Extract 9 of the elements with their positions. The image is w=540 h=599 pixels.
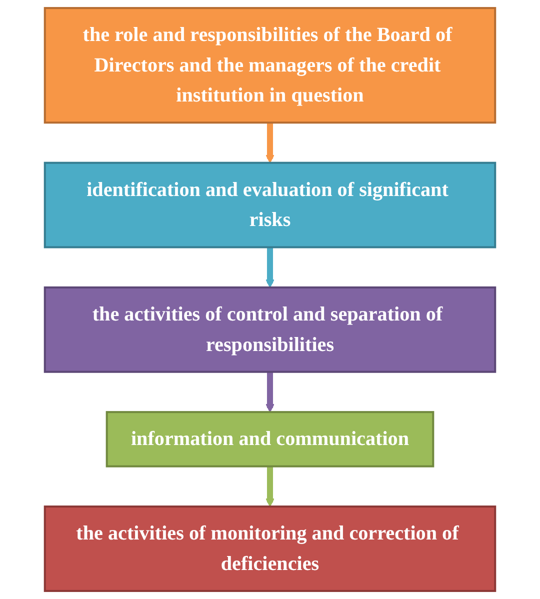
node-box: the activities of control and separation of responsibilities [44,286,496,373]
node-box: identification and evaluation of significant risks [44,162,496,248]
arrow [266,372,274,412]
arrow [266,122,274,164]
node-box: the activities of monitoring and correction of deficiencies [44,506,496,592]
node-box: information and communication [106,411,434,468]
arrow [266,466,274,507]
arrow [266,247,274,288]
node-box: the role and responsibilities of the Board of Directors and the managers of the credit institution in question [44,7,496,124]
